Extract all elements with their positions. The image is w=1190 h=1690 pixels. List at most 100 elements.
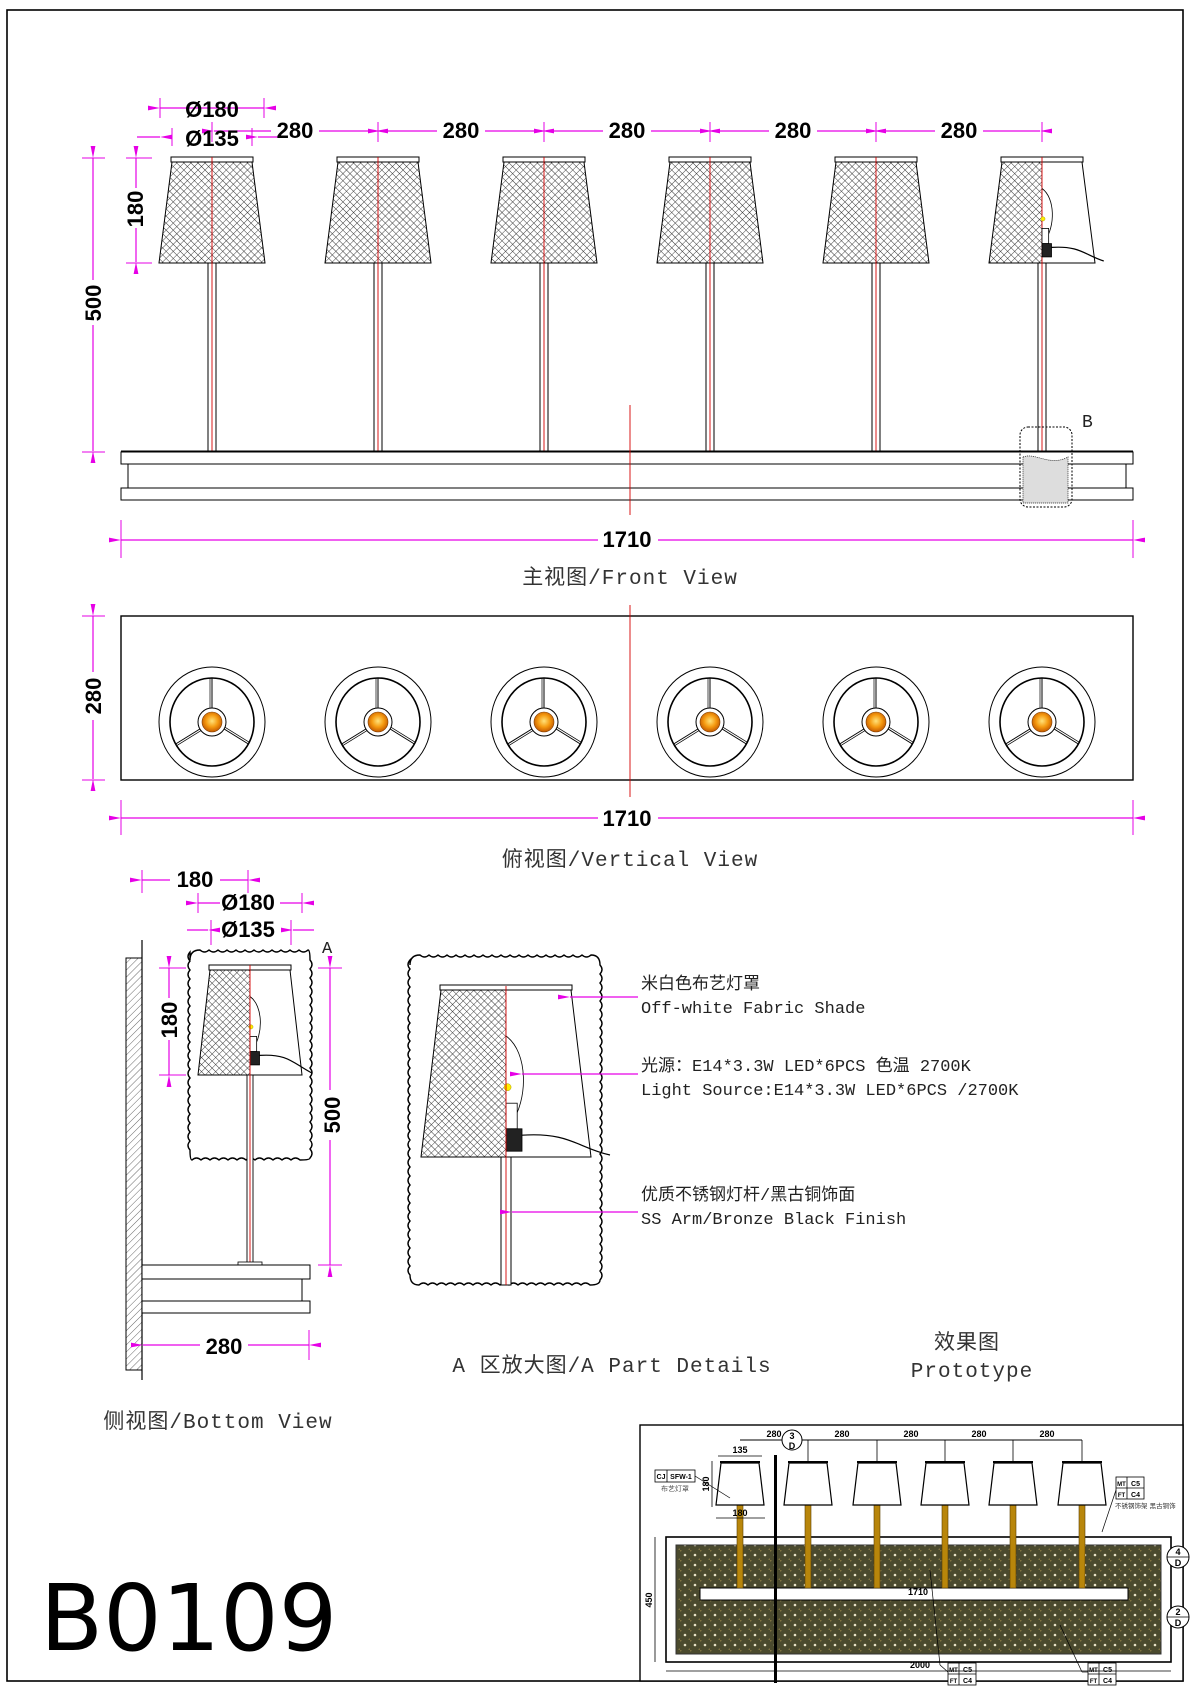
prototype-dim-450: 450 [644, 1592, 654, 1607]
prototype-shade-1 [715, 1462, 765, 1506]
vertical-spoke-edge-3 [508, 730, 534, 747]
side-base-top [141, 1264, 311, 1280]
side-bulb [248, 996, 313, 1074]
vertical-spoke-2 [223, 728, 249, 745]
front-base-body [127, 463, 1127, 489]
vertical-spoke-edge-3 [1006, 730, 1032, 747]
front-dim-total-height: 500 [81, 285, 106, 322]
vertical-spoke-edge-2 [556, 726, 582, 743]
prototype-tag-right-ft: FT [1118, 1493, 1126, 1499]
prototype-dim-spacing-3: 280 [903, 1429, 918, 1439]
side-dim-base-depth: 280 [206, 1334, 243, 1359]
prototype-shade-2 [783, 1462, 833, 1506]
detail-shade-fabric-half [420, 989, 507, 1158]
prototype-section-marker-2-bottom: D [1175, 1558, 1182, 1568]
vertical-spoke-2 [1053, 728, 1079, 745]
detail-bulb-cable [521, 1134, 611, 1156]
vertical-spoke-edge-3 [674, 730, 700, 747]
prototype-tag-left-code2: SFW-1 [670, 1474, 692, 1481]
detail-bulb-base [505, 1102, 518, 1130]
prototype-section-marker-1-bottom: D [789, 1441, 796, 1451]
side-bulb-base [249, 1036, 258, 1053]
prototype-shade-6 [1057, 1462, 1107, 1506]
detail-shade [420, 984, 592, 1158]
vertical-spoke-3 [341, 728, 367, 745]
vertical-lamp-6 [988, 666, 1096, 778]
side-base-body [141, 1278, 303, 1302]
vertical-spoke-3 [1005, 728, 1031, 745]
side-base-bottom [141, 1300, 311, 1314]
side-view-caption: 侧视图/Bottom View [103, 1410, 332, 1435]
prototype-tag-bottom-2-leader [1059, 1624, 1083, 1673]
prototype-tag-bottom-2-ft: FT [1090, 1679, 1098, 1685]
front-dim-shade-bottom-dia: Ø135 [185, 126, 239, 151]
front-dim-spacing-2: 280 [443, 118, 480, 143]
detail-a-cloud [407, 954, 603, 1286]
front-dim-shade-top-dia: Ø180 [185, 97, 239, 122]
front-shade-6-fabric-half [988, 161, 1043, 264]
front-dim-spacing-1: 280 [277, 118, 314, 143]
vertical-dim-total-width: 1710 [603, 806, 652, 831]
prototype-tag-bottom-1-mt-val: C5 [963, 1667, 972, 1674]
prototype-section-marker-3-top: 2 [1175, 1607, 1180, 1617]
vertical-base-outline [120, 615, 1134, 781]
prototype-dim-spacing-1: 280 [766, 1429, 781, 1439]
prototype-section-marker-1 [781, 1429, 803, 1451]
side-shade-open-half [250, 969, 303, 1076]
front-dim-spacing-5: 280 [941, 118, 978, 143]
side-dim-shade-height: 180 [157, 1002, 182, 1039]
vertical-shade-outer [158, 666, 266, 778]
vertical-spoke-edge-2 [1054, 726, 1080, 743]
vertical-lamp-3 [490, 666, 598, 778]
prototype-tag-bottom-1-ft: FT [950, 1679, 958, 1685]
vertical-spoke-3 [175, 728, 201, 745]
vertical-view [82, 604, 1145, 835]
front-bulb-base [1041, 227, 1050, 244]
side-detail-marker-a: A [322, 940, 333, 959]
front-base-plate-top [120, 451, 1134, 465]
front-detail-marker-b: B [1082, 413, 1093, 433]
vertical-spoke-2 [555, 728, 581, 745]
side-dim-offset: 180 [177, 867, 214, 892]
front-detail-b-cloud [1019, 426, 1073, 508]
side-dim-total-height: 500 [320, 1097, 345, 1134]
side-detail-a-cloud [187, 949, 313, 1161]
vertical-bulb-icon [533, 711, 555, 733]
product-code: B0109 [40, 1565, 337, 1672]
prototype-dim-135: 135 [732, 1445, 747, 1455]
prototype-section-marker-2-top: 4 [1175, 1547, 1180, 1557]
vertical-lamp-1 [158, 666, 266, 778]
vertical-lamp-5 [822, 666, 930, 778]
front-bulb-filament [1040, 216, 1046, 222]
prototype-tag-right-mt: MT [1117, 1482, 1126, 1488]
prototype-tag-right-leader [1101, 1489, 1117, 1533]
prototype-dim-spacing-5: 280 [1039, 1429, 1054, 1439]
prototype-tag-bottom-2-mt-val: C5 [1103, 1667, 1112, 1674]
vertical-lamp-4 [656, 666, 764, 778]
prototype-title-en: Prototype [911, 1361, 1033, 1384]
front-bulb-socket [1041, 243, 1052, 258]
side-dim-shade-bottom-dia: Ø135 [221, 917, 275, 942]
vertical-spoke-2 [721, 728, 747, 745]
vertical-spoke-edge-2 [722, 726, 748, 743]
vertical-shade-outer [490, 666, 598, 778]
front-view [82, 98, 1145, 558]
prototype-rod-4 [941, 1504, 949, 1589]
callout-light-en: Light Source:E14*3.3W LED*6PCS /2700K [641, 1082, 1019, 1101]
side-bulb-socket [249, 1051, 260, 1066]
detail-bulb-socket [505, 1128, 523, 1152]
prototype-rod-2 [804, 1504, 812, 1589]
prototype-tag-right-ft-val: C4 [1131, 1492, 1140, 1499]
prototype-dim-1710: 1710 [908, 1587, 928, 1597]
front-bulb-cable [1051, 246, 1104, 262]
vertical-shade-outer [324, 666, 432, 778]
prototype-dim-spacing-2: 280 [834, 1429, 849, 1439]
vertical-bulb-icon [201, 711, 223, 733]
prototype-dim-spacing-4: 280 [971, 1429, 986, 1439]
prototype-section-marker-3-bottom: D [1175, 1618, 1182, 1628]
front-dim-total-width: 1710 [603, 527, 652, 552]
prototype-rod-5 [1009, 1504, 1017, 1589]
prototype-section-marker-1-top: 3 [789, 1431, 794, 1441]
front-bulb [1040, 188, 1104, 262]
